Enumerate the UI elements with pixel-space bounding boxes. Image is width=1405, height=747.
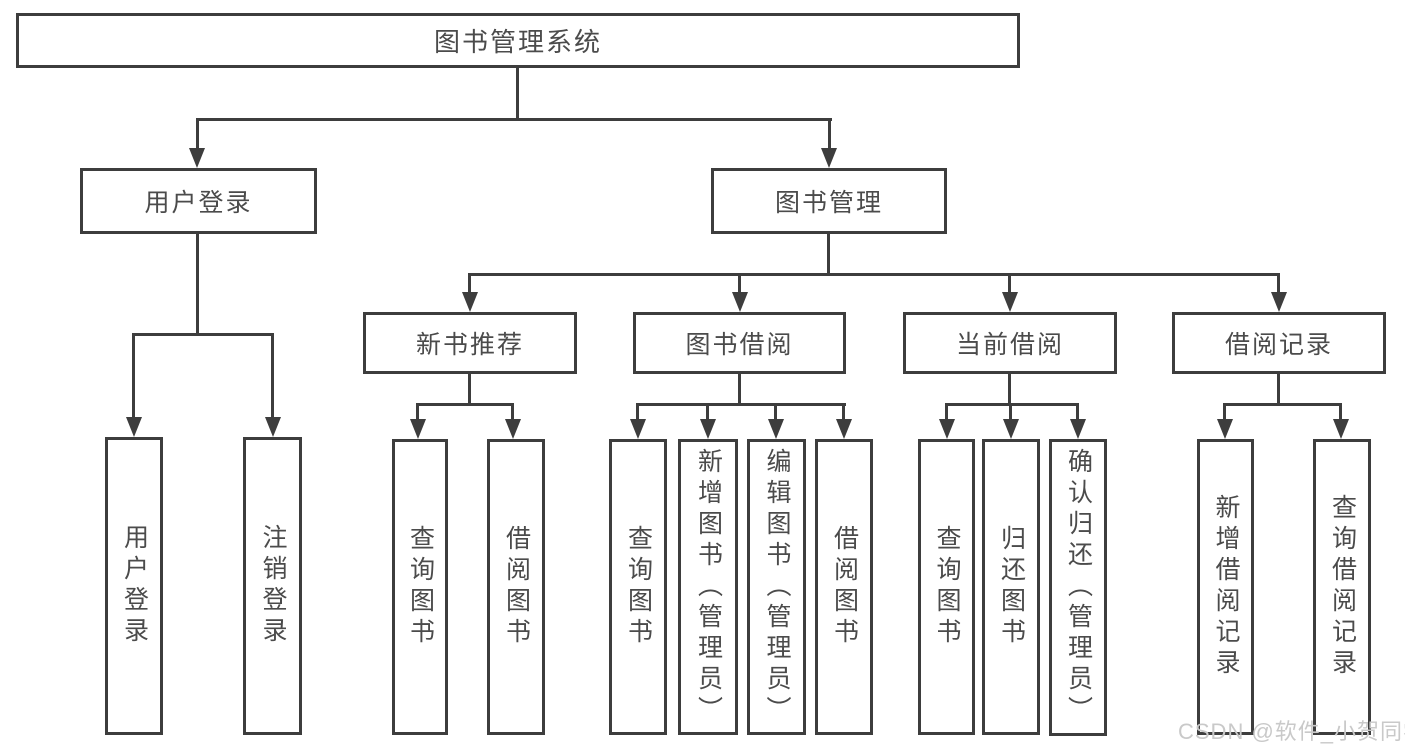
leaf-label: 查询图书 <box>933 525 961 649</box>
node-current-borrow: 当前借阅 <box>903 312 1117 374</box>
arrow-down-icon <box>1070 419 1086 439</box>
arrow-down-icon <box>505 419 521 439</box>
arrow-down-icon <box>939 419 955 439</box>
connector-level2-bus <box>197 118 832 121</box>
node-leaf-logout: 注销登录 <box>243 437 302 735</box>
node-leaf-user-login: 用户登录 <box>105 437 163 735</box>
connector-leaf-stem <box>1339 403 1342 421</box>
node-root-label: 图书管理系统 <box>433 27 602 57</box>
connector-leaf-stem <box>1223 403 1226 421</box>
connector-user-login-stem <box>196 118 199 152</box>
node-leaf-confirm-return-admin: 确认归还（管理员） <box>1049 439 1107 736</box>
arrow-down-icon <box>126 417 142 437</box>
connector-book-mgmt-stem <box>828 118 831 152</box>
connector-leaf-stem <box>132 333 135 419</box>
leaf-label: 新增图书（管理员） <box>694 447 723 727</box>
node-leaf-borrow-books: 借阅图书 <box>487 439 545 735</box>
group-label: 借阅记录 <box>1224 331 1333 359</box>
connector-group3-down <box>1008 374 1011 406</box>
node-leaf-return-books: 归还图书 <box>982 439 1040 735</box>
connector-root-stem <box>516 66 519 120</box>
node-user-login: 用户登录 <box>80 168 317 234</box>
arrow-down-icon <box>768 419 784 439</box>
arrow-down-icon <box>1217 419 1233 439</box>
connector-leaf-stem <box>842 403 845 421</box>
leaf-label: 查询图书 <box>624 525 653 649</box>
connector-group2-bus <box>636 403 846 406</box>
connector-groups-bus <box>468 273 1280 276</box>
node-book-management: 图书管理 <box>711 168 947 234</box>
leaf-label: 确认归还（管理员） <box>1064 448 1093 727</box>
leaf-label: 编辑图书（管理员） <box>763 447 791 727</box>
leaf-label: 查询图书 <box>406 525 435 649</box>
node-leaf-query-books: 查询图书 <box>918 439 975 735</box>
connector-leaf-stem <box>1076 403 1079 421</box>
arrow-down-icon <box>1003 419 1019 439</box>
group-label: 当前借阅 <box>955 331 1064 359</box>
connector-group4-down <box>1277 374 1280 406</box>
node-leaf-query-books: 查询图书 <box>392 439 448 735</box>
node-leaf-edit-books-admin: 编辑图书（管理员） <box>747 439 806 735</box>
arrow-down-icon <box>1271 292 1287 312</box>
arrow-down-icon <box>1002 292 1018 312</box>
group-label: 图书借阅 <box>685 331 794 359</box>
connector-group1-down <box>468 374 471 406</box>
node-leaf-borrow-books: 借阅图书 <box>815 439 873 735</box>
node-user-login-label: 用户登录 <box>144 189 253 217</box>
arrow-down-icon <box>821 148 837 168</box>
connector-group1-bus <box>416 403 514 406</box>
connector-group4-bus <box>1223 403 1342 406</box>
node-leaf-add-borrow-record: 新增借阅记录 <box>1197 439 1254 735</box>
leaf-label: 归还图书 <box>997 525 1026 649</box>
connector-group2-down <box>738 374 741 406</box>
leaf-label: 查询借阅记录 <box>1328 494 1357 680</box>
node-book-management-label: 图书管理 <box>774 189 883 217</box>
group-label: 新书推荐 <box>415 331 524 359</box>
connector-group3-bus <box>945 403 1079 406</box>
node-book-borrow: 图书借阅 <box>633 312 846 374</box>
arrow-down-icon <box>1333 419 1349 439</box>
connector-group-stem <box>738 273 741 295</box>
csdn-watermark: CSDN @软件_小贺同学 <box>1178 719 1405 744</box>
connector-leaf-stem <box>416 403 419 421</box>
leaf-label: 注销登录 <box>259 524 287 648</box>
connector-leaf-stem <box>945 403 948 421</box>
node-leaf-add-books-admin: 新增图书（管理员） <box>678 439 738 735</box>
node-new-book-recommend: 新书推荐 <box>363 312 577 374</box>
connector-leaf-stem <box>706 403 709 421</box>
arrow-down-icon <box>410 419 426 439</box>
connector-leaf-stem <box>271 333 274 419</box>
leaf-label: 借阅图书 <box>502 525 531 649</box>
connector-user-login-down <box>196 234 199 336</box>
connector-book-mgmt-down <box>827 234 830 276</box>
connector-leaf-stem <box>774 403 777 421</box>
arrow-down-icon <box>732 292 748 312</box>
leaf-label: 新增借阅记录 <box>1212 494 1240 680</box>
connector-group-stem <box>468 273 471 295</box>
arrow-down-icon <box>189 148 205 168</box>
connector-group-stem <box>1008 273 1011 295</box>
node-leaf-query-borrow-record: 查询借阅记录 <box>1313 439 1371 735</box>
arrow-down-icon <box>462 292 478 312</box>
node-borrow-records: 借阅记录 <box>1172 312 1386 374</box>
leaf-label: 借阅图书 <box>830 525 859 649</box>
arrow-down-icon <box>700 419 716 439</box>
arrow-down-icon <box>836 419 852 439</box>
leaf-label: 用户登录 <box>120 524 149 648</box>
connector-leaf-stem <box>1009 403 1012 421</box>
connector-leaf-stem <box>636 403 639 421</box>
node-leaf-query-books: 查询图书 <box>609 439 667 735</box>
node-root-system: 图书管理系统 <box>16 13 1020 68</box>
connector-user-login-bus <box>132 333 274 336</box>
arrow-down-icon <box>630 419 646 439</box>
arrow-down-icon <box>265 417 281 437</box>
connector-leaf-stem <box>511 403 514 421</box>
connector-group-stem <box>1277 273 1280 295</box>
